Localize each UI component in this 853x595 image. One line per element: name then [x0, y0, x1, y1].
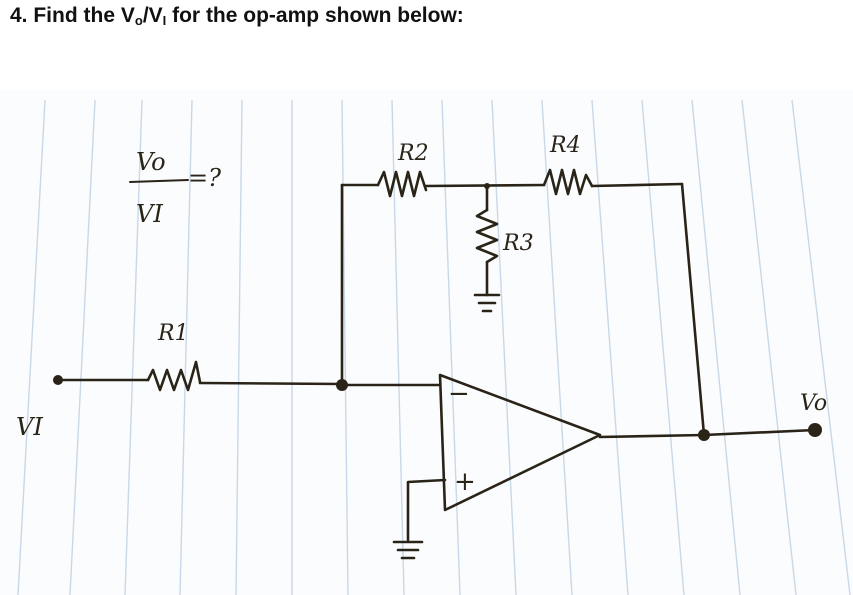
paper-rule [441, 99, 461, 595]
r2-label: R2 [397, 141, 429, 166]
question-sub-o: o [134, 13, 143, 28]
question-slash: /V [142, 4, 163, 27]
paper-rule [741, 99, 797, 595]
ratio-denominator: VI [136, 200, 163, 228]
question-sub-i: I [162, 13, 167, 28]
paper-rule [235, 99, 243, 595]
plus-input-to-ground-wire [406, 478, 447, 542]
circuit-sketch: Vo =? VI VI R1 R2 R4 R3 − + [0, 90, 853, 595]
feedback-right-wire [680, 182, 706, 437]
r4-resistor [542, 168, 594, 196]
r4-label: R4 [549, 133, 581, 158]
output-wire [702, 428, 817, 437]
paper-rule [341, 99, 349, 595]
paper-rule [17, 99, 46, 595]
question-text: 4. Find the Vo/VI for the op-amp shown b… [10, 4, 464, 28]
r3-label: R3 [502, 231, 534, 256]
r3-resistor [475, 208, 499, 264]
paper-rule [641, 99, 685, 595]
paper-rule [691, 99, 741, 595]
question-text-after: for the op-amp shown below: [166, 4, 464, 27]
plus-input-sign: + [454, 467, 476, 497]
paper-rule [591, 99, 629, 595]
r1-label: R1 [157, 321, 189, 346]
minus-input-sign: − [448, 379, 470, 409]
ratio-numerator: Vo [136, 148, 166, 176]
vout-label: Vo [800, 391, 827, 416]
output-terminal-node [808, 423, 822, 437]
r1-resistor [146, 360, 202, 392]
notebook-paper [0, 90, 853, 595]
paper-rule [791, 99, 851, 595]
plus-ground-icon [392, 540, 424, 560]
op-amp-triangle [438, 373, 602, 512]
paper-rule [491, 99, 517, 595]
ratio-fraction-bar [129, 179, 189, 183]
r1-to-junction-wire [198, 381, 344, 386]
paper-rule [69, 99, 96, 595]
top-wire-right [590, 182, 684, 188]
r3-ground-icon [473, 293, 501, 313]
r2-resistor [376, 170, 428, 198]
vin-label: VI [16, 413, 43, 441]
question-number: 4. [10, 4, 28, 27]
paper-rule [179, 99, 193, 595]
ratio-query: =? [188, 164, 221, 192]
question-text-before: Find the V [33, 4, 135, 27]
paper-rule [541, 99, 573, 595]
ratio-annotation: Vo =? VI [129, 148, 221, 228]
opamp-output-wire [598, 433, 706, 439]
paper-rules [17, 99, 851, 595]
